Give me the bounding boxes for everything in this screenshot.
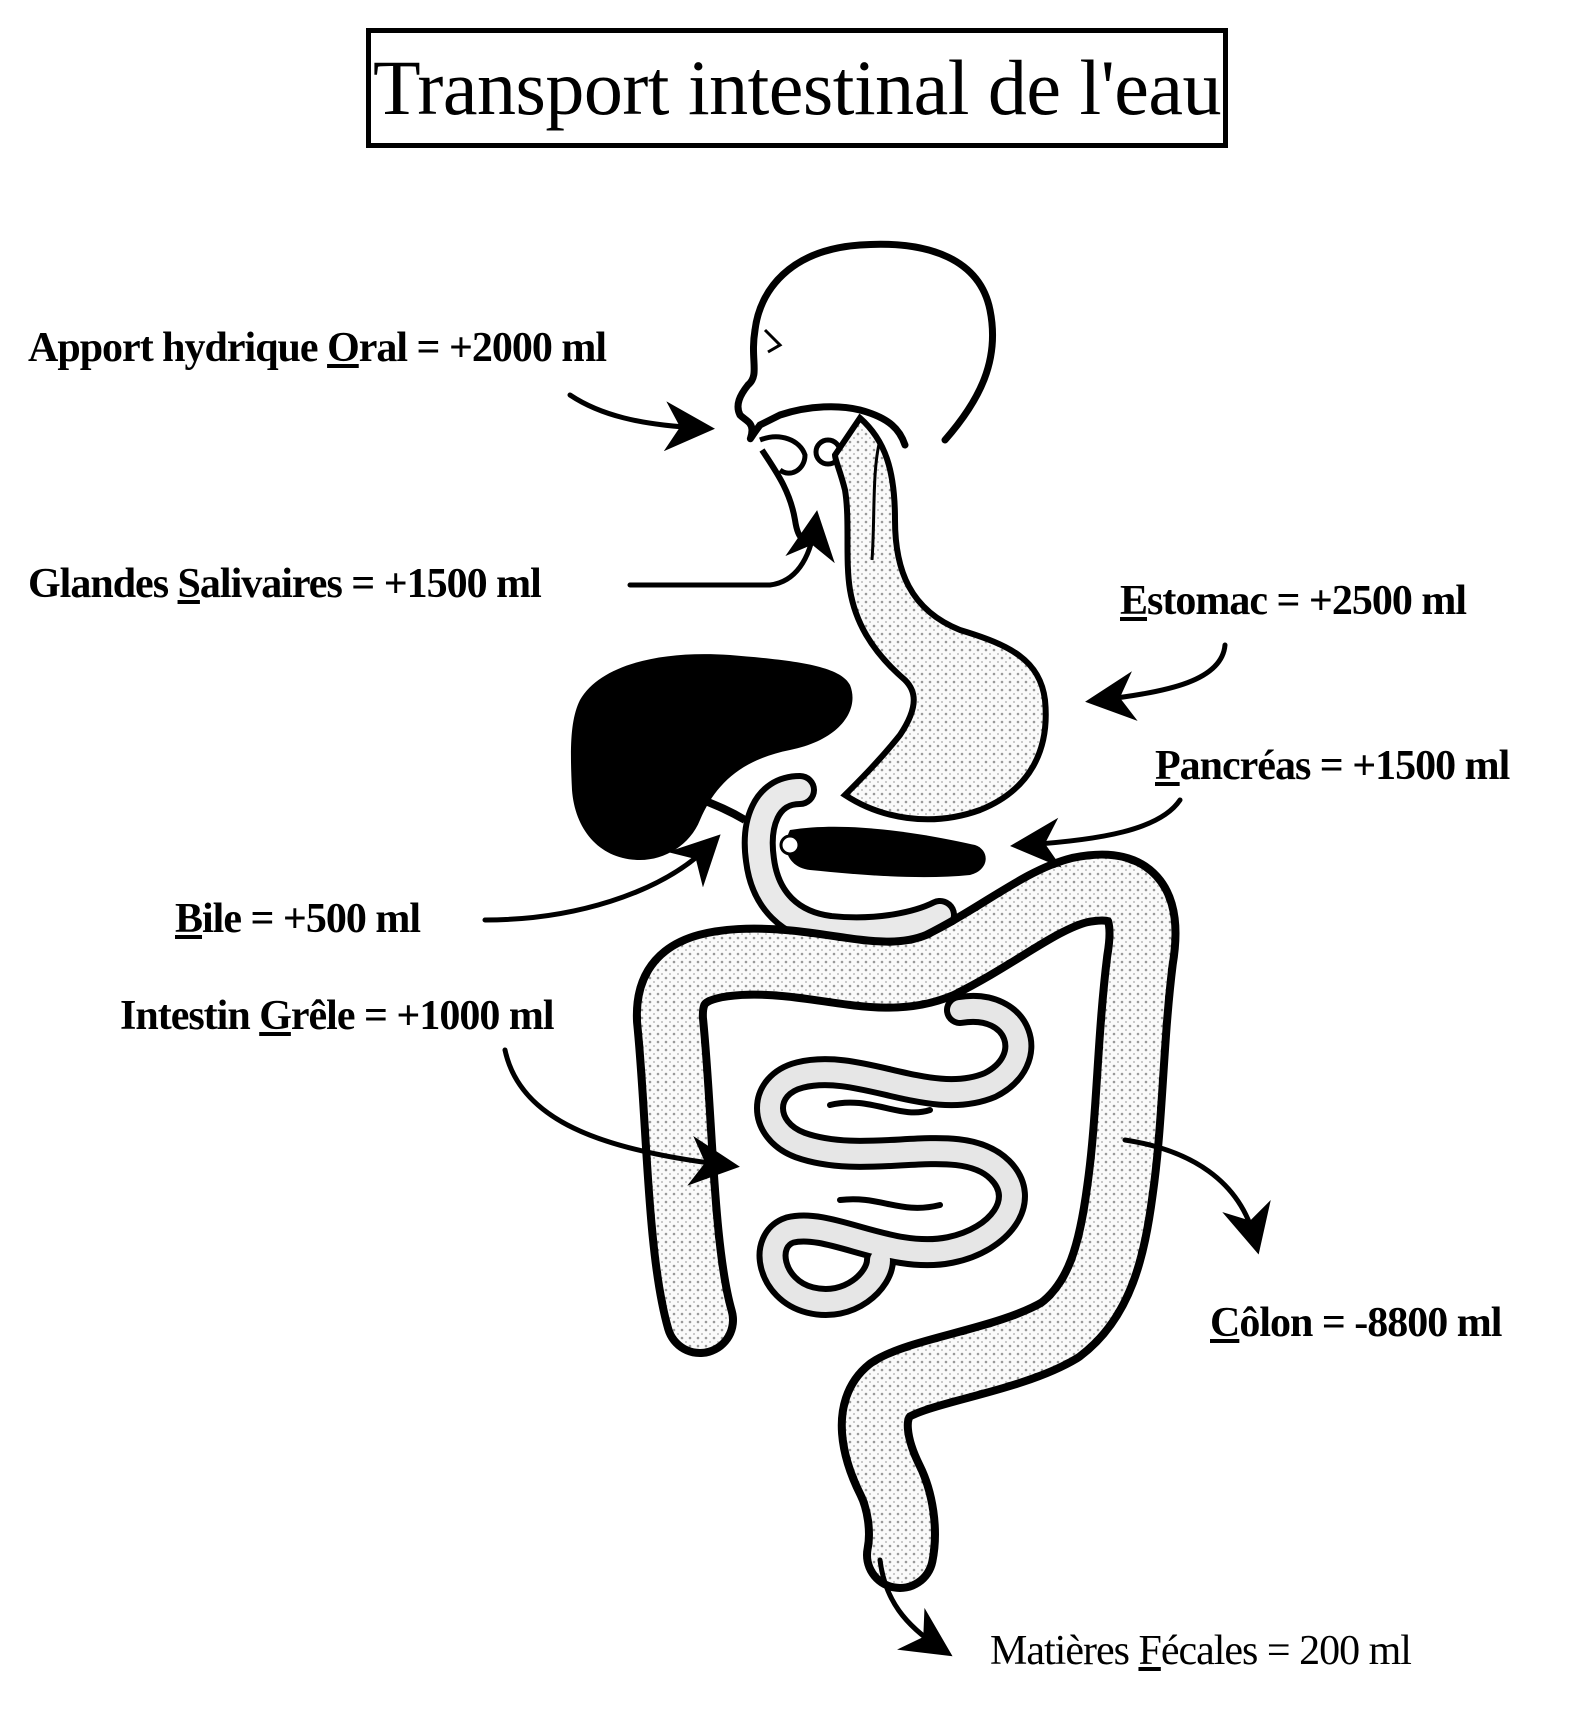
label-feces: Matières Fécales = 200 ml [990,1628,1412,1674]
stomach [831,413,1049,823]
arrow-pancreas [1010,797,1183,868]
esophagus-inner [870,439,882,561]
mouth [759,434,808,476]
label-salivary: Glandes Salivaires = +1500 ml [28,561,542,607]
label-bile: Bile = +500 ml [175,896,421,942]
label-small-intestine: Intestin Grêle = +1000 ml [120,993,554,1039]
small-intestine [754,992,1035,1318]
arrow-stomach [1085,642,1228,721]
arrow-bile [482,834,721,923]
flow-arrows [482,392,1271,1657]
head-outline [734,240,997,449]
liver [570,654,853,860]
arrow-small-intestine [502,1047,740,1186]
diagram-title: Transport intestinal de l'eau [372,44,1222,131]
eye-mark [763,328,783,354]
title-box: Transport intestinal de l'eau [366,28,1228,148]
bile-duct [678,786,748,824]
label-colon: Côlon = -8800 ml [1210,1300,1502,1346]
arrow-oral [567,392,715,452]
label-pancreas: Pancréas = +1500 ml [1155,743,1510,789]
pancreas [786,826,986,878]
arrow-colon [1122,1137,1271,1255]
arrow-feces [877,1557,953,1657]
label-stomach: Estomac = +2500 ml [1120,578,1467,624]
arrow-salivary [627,510,835,588]
label-oral: Apport hydrique Oral = +2000 ml [28,325,607,371]
